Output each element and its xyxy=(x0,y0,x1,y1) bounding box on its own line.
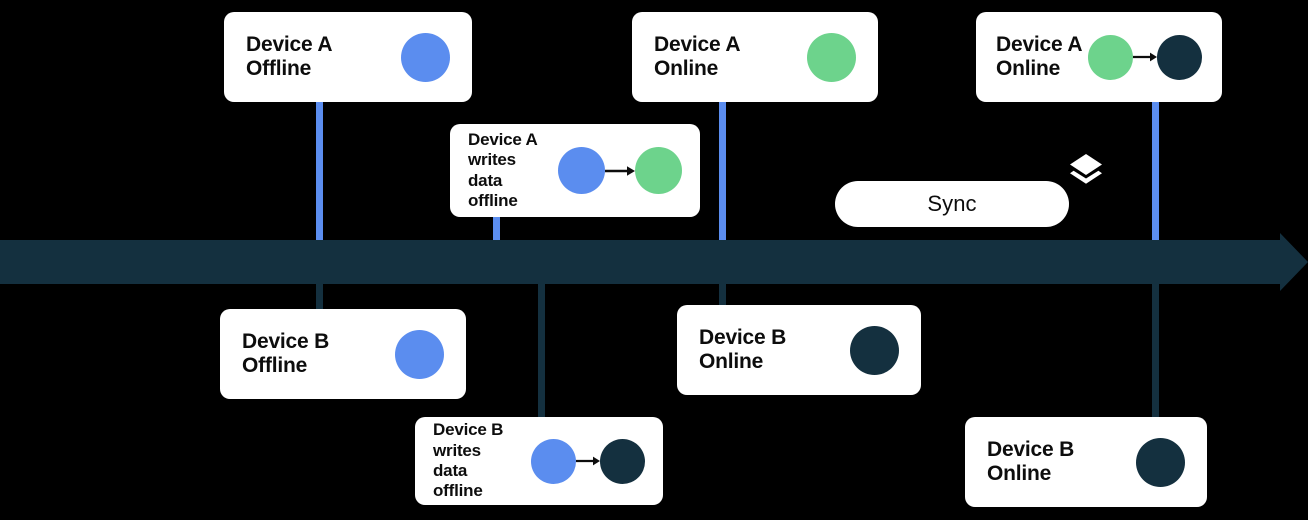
state-glyph-blue xyxy=(395,329,444,379)
state-glyph-green xyxy=(807,32,856,82)
card-device-a-writes-offline-label: Device A writes data offline xyxy=(468,129,538,210)
connector-device-a-online xyxy=(719,100,726,245)
status-dot-green xyxy=(635,147,682,194)
card-device-a-online[interactable]: Device A Online xyxy=(632,12,878,102)
layers-icon xyxy=(1070,154,1102,184)
state-transition-blue-to-green xyxy=(558,147,682,194)
card-device-b-online[interactable]: Device B Online xyxy=(677,305,921,395)
connector-device-b-writes-offline xyxy=(538,279,545,421)
sync-label: Sync xyxy=(927,191,977,216)
card-device-a-writes-offline[interactable]: Device A writes data offline xyxy=(450,124,700,217)
state-transition-blue-to-navy xyxy=(531,438,645,484)
transition-arrow-icon xyxy=(576,456,600,466)
card-device-b-writes-offline[interactable]: Device B writes data offline xyxy=(415,417,663,505)
status-dot-navy xyxy=(1136,437,1185,487)
transition-arrow-icon xyxy=(1133,52,1157,62)
status-dot-green xyxy=(807,32,856,82)
status-dot-blue xyxy=(401,32,450,82)
status-dot-navy xyxy=(600,438,645,484)
timeline-axis xyxy=(0,233,1308,291)
state-glyph-navy xyxy=(1136,437,1185,487)
card-device-b-online-label: Device B Online xyxy=(699,325,787,373)
status-dot-blue xyxy=(558,147,605,194)
connector-device-a-offline xyxy=(316,100,323,245)
connector-device-b-online xyxy=(719,279,726,307)
card-device-a-online-synced-label: Device A Online xyxy=(996,32,1083,80)
status-dot-blue xyxy=(395,329,444,379)
card-device-b-offline-label: Device B Offline xyxy=(242,329,330,377)
connector-device-b-offline xyxy=(316,279,323,311)
connector-device-a-writes-offline xyxy=(493,214,500,245)
connector-device-b-online-synced xyxy=(1152,279,1159,421)
card-device-a-online-label: Device A Online xyxy=(654,32,741,80)
card-device-b-offline[interactable]: Device B Offline xyxy=(220,309,466,399)
card-device-a-offline-label: Device A Offline xyxy=(246,32,333,80)
card-device-a-offline[interactable]: Device A Offline xyxy=(224,12,472,102)
sync-pill[interactable]: Sync xyxy=(835,181,1069,227)
status-dot-navy xyxy=(1157,34,1202,80)
card-device-b-writes-offline-label: Device B writes data offline xyxy=(433,420,504,501)
state-transition-green-to-navy xyxy=(1088,34,1202,80)
transition-arrow-icon xyxy=(605,165,635,176)
status-dot-green xyxy=(1088,34,1133,80)
card-device-a-online-synced[interactable]: Device A Online xyxy=(976,12,1222,102)
card-device-b-online-synced[interactable]: Device B Online xyxy=(965,417,1207,507)
card-device-b-online-synced-label: Device B Online xyxy=(987,437,1075,485)
timeline-bar xyxy=(0,240,1281,284)
timeline-arrowhead xyxy=(1280,233,1308,291)
state-glyph-navy xyxy=(850,325,899,375)
state-glyph-blue xyxy=(401,32,450,82)
status-dot-navy xyxy=(850,325,899,375)
connector-device-a-online-synced xyxy=(1152,100,1159,245)
status-dot-blue xyxy=(531,438,576,484)
